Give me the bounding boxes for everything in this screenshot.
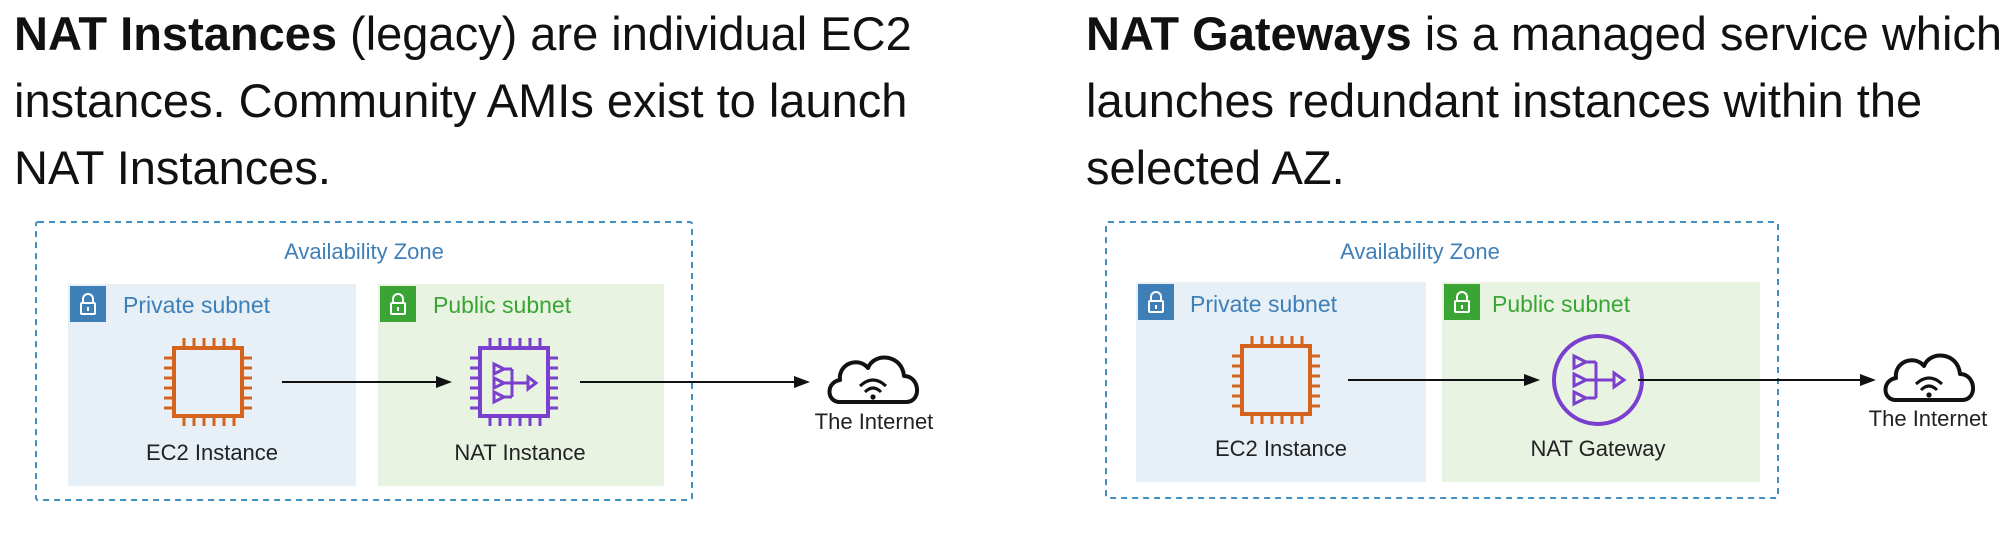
public-subnet-box (378, 284, 664, 486)
internet-caption: The Internet (1869, 406, 1988, 431)
arrow-ec2-to-nat (282, 376, 452, 388)
lock-icon (1138, 284, 1174, 320)
nat-instance-diagram: Availability Zone Private subnet (35, 221, 934, 501)
cloud-wifi-icon (1883, 353, 1975, 402)
lock-icon (1444, 284, 1480, 320)
availability-zone-label: Availability Zone (284, 239, 444, 264)
public-subnet-label: Public subnet (433, 292, 572, 318)
lock-icon (380, 286, 416, 322)
arrow-nat-to-internet (580, 376, 810, 388)
availability-zone-label: Availability Zone (1340, 239, 1500, 264)
nat-instances-text: (legacy) are individual EC2 instances. C… (14, 7, 912, 194)
ec2-instance-caption: EC2 Instance (1215, 436, 1347, 461)
nat-instance-caption: NAT Instance (454, 440, 585, 465)
nat-gateways-text: is a managed service which launches redu… (1086, 7, 2003, 194)
private-subnet-label: Private subnet (123, 292, 271, 318)
availability-zone-box (1105, 221, 1779, 499)
lock-icon (70, 286, 106, 322)
nat-gateway-caption: NAT Gateway (1531, 436, 1666, 461)
nat-instances-panel: NAT Instances (legacy) are individual EC… (0, 0, 1000, 538)
nat-gateway-icon (1552, 334, 1644, 426)
nat-gateways-description: NAT Gateways is a managed service which … (1086, 0, 2012, 201)
nat-instances-description: NAT Instances (legacy) are individual EC… (14, 0, 974, 201)
private-subnet-box (68, 284, 356, 486)
arrow-nat-to-internet (1638, 374, 1876, 386)
public-subnet-box (1442, 282, 1760, 482)
private-subnet-box (1136, 282, 1426, 482)
nat-gateway-diagram: Availability Zone Private subnet (1105, 221, 1988, 499)
nat-gateways-heading: NAT Gateways (1086, 7, 1412, 60)
internet-caption: The Internet (815, 409, 934, 434)
public-subnet-label: Public subnet (1492, 291, 1631, 317)
private-subnet-label: Private subnet (1190, 291, 1338, 317)
ec2-chip-icon (164, 338, 252, 426)
ec2-chip-icon (1232, 336, 1320, 424)
cloud-wifi-icon (827, 355, 919, 404)
availability-zone-box (35, 221, 693, 501)
nat-gateways-panel: NAT Gateways is a managed service which … (1072, 0, 2012, 538)
nat-instances-heading: NAT Instances (14, 7, 337, 60)
ec2-instance-caption: EC2 Instance (146, 440, 278, 465)
arrow-ec2-to-nat (1348, 374, 1540, 386)
nat-chip-icon (470, 338, 558, 426)
